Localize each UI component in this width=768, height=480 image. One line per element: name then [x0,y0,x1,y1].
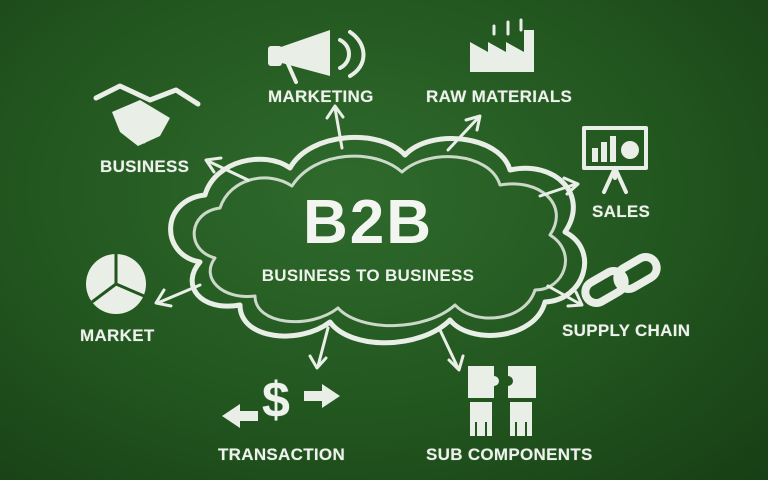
arrow-marketing [333,106,344,150]
center-subtitle: BUSINESS TO BUSINESS [261,266,475,285]
label-sub-components: SUB COMPONENTS [426,445,593,464]
cloud-shape [168,135,588,346]
center-title: B2B [302,188,434,257]
label-transaction: TRANSACTION [218,445,346,464]
arrow-transaction [316,326,330,368]
arrow-market [158,283,202,304]
puzzle-people-icon [468,366,536,436]
dollar-icon: $ [262,372,291,428]
chain-link-icon [581,253,661,307]
factory-icon [470,18,534,72]
label-market: MARKET [80,326,155,345]
megaphone-icon [268,30,366,84]
handshake-icon [93,83,201,146]
arrow-sales [538,182,578,198]
label-supply-chain: SUPPLY CHAIN [562,321,691,340]
label-sales: SALES [592,202,651,221]
connector-arrows [154,104,584,372]
arrow-supply-chain [546,284,582,306]
arrow-sub-components [438,328,460,370]
pie-chart-icon [86,254,146,314]
label-marketing: MARKETING [268,87,374,106]
dollar-arrows-icon [222,384,340,428]
label-raw-materials: RAW MATERIALS [426,87,573,106]
label-business: BUSINESS [100,157,190,176]
arrow-raw-materials [446,116,480,152]
arrow-business [208,160,250,182]
presentation-chart-icon [582,126,648,194]
